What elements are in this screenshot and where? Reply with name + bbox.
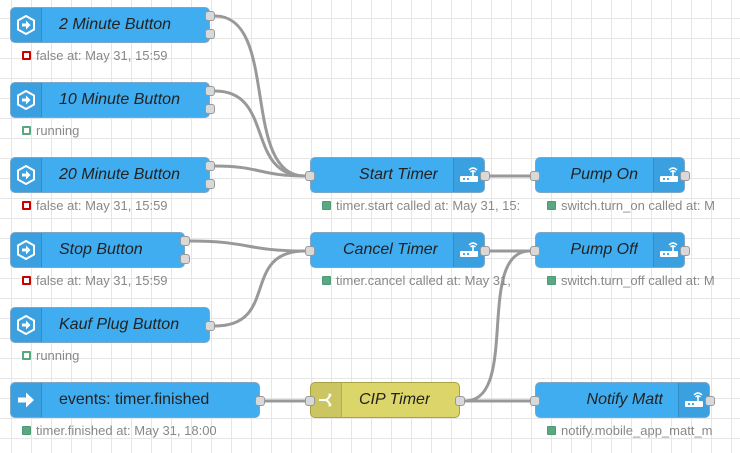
status-text: notify.mobile_app_matt_m [561, 423, 713, 438]
ha-button-icon [11, 8, 42, 42]
status-dot [547, 276, 556, 285]
status-text: timer.cancel called at: May 31, [336, 273, 511, 288]
wire-stop-cancel[interactable] [188, 239, 307, 253]
node-status: timer.cancel called at: May 31, [322, 273, 532, 288]
wire-btn2-start[interactable] [213, 14, 307, 178]
input-port[interactable] [305, 171, 315, 181]
output-port[interactable] [680, 246, 690, 256]
node-label: 10 Minute Button [59, 91, 180, 108]
node-cancel-timer[interactable]: Cancel Timer [310, 232, 485, 268]
node-label: Stop Button [59, 241, 143, 258]
status-dot [322, 201, 331, 210]
router-icon [653, 233, 684, 267]
output-port[interactable] [255, 396, 265, 406]
status-text: timer.finished at: May 31, 18:00 [36, 423, 217, 438]
output-port[interactable] [205, 179, 215, 189]
node-status: switch.turn_on called at: M [547, 198, 740, 213]
output-port[interactable] [180, 236, 190, 246]
node-start-timer[interactable]: Start Timer [310, 157, 485, 193]
switch-icon [311, 383, 342, 417]
input-port[interactable] [530, 396, 540, 406]
node-status: running [22, 123, 79, 138]
output-port[interactable] [205, 104, 215, 114]
node-status: timer.start called at: May 31, 15: [322, 198, 532, 213]
node-label: Kauf Plug Button [59, 316, 180, 333]
node-status: false at: May 31, 15:59 [22, 273, 168, 288]
status-dot [22, 276, 31, 285]
status-text: false at: May 31, 15:59 [36, 48, 168, 63]
status-dot [322, 276, 331, 285]
node-label: Pump On [570, 166, 638, 183]
node-status: notify.mobile_app_matt_m [547, 423, 740, 438]
node-label: events: timer.finished [59, 391, 210, 408]
ha-button-icon [11, 308, 42, 342]
output-port[interactable] [455, 396, 465, 406]
status-dot [22, 126, 31, 135]
node-label: 2 Minute Button [59, 16, 172, 33]
node-2-minute-button[interactable]: 2 Minute Button [10, 7, 210, 43]
router-icon [453, 158, 484, 192]
status-text: timer.start called at: May 31, 15: [336, 198, 521, 213]
status-text: false at: May 31, 15:59 [36, 273, 168, 288]
node-pump-on[interactable]: Pump On [535, 157, 685, 193]
node-pump-off[interactable]: Pump Off [535, 232, 685, 268]
input-port[interactable] [530, 171, 540, 181]
router-icon [453, 233, 484, 267]
node-10-minute-button[interactable]: 10 Minute Button [10, 82, 210, 118]
node-kauf-plug-button[interactable]: Kauf Plug Button [10, 307, 210, 343]
status-text: switch.turn_off called at: M [561, 273, 715, 288]
status-text: running [36, 123, 80, 138]
status-dot [547, 426, 556, 435]
node-label: 20 Minute Button [59, 166, 180, 183]
status-text: running [36, 348, 80, 363]
node-20-minute-button[interactable]: 20 Minute Button [10, 157, 210, 193]
status-dot [547, 201, 556, 210]
router-icon [653, 158, 684, 192]
node-status: false at: May 31, 15:59 [22, 198, 168, 213]
node-label: Start Timer [359, 166, 438, 183]
output-port[interactable] [180, 254, 190, 264]
node-status: timer.finished at: May 31, 18:00 [22, 423, 217, 438]
node-label: CIP Timer [359, 391, 431, 408]
wire-cip-pumpoff[interactable] [463, 249, 532, 403]
node-stop-button[interactable]: Stop Button [10, 232, 185, 268]
arrow-right-icon [11, 383, 42, 417]
output-port[interactable] [205, 161, 215, 171]
node-events-timer-finished[interactable]: events: timer.finished [10, 382, 260, 418]
ha-button-icon [11, 158, 42, 192]
input-port[interactable] [530, 246, 540, 256]
output-port[interactable] [680, 171, 690, 181]
output-port[interactable] [480, 171, 490, 181]
output-port[interactable] [705, 396, 715, 406]
input-port[interactable] [305, 396, 315, 406]
status-dot [22, 201, 31, 210]
status-dot [22, 351, 31, 360]
node-status: running [22, 348, 79, 363]
output-port[interactable] [205, 321, 215, 331]
output-port[interactable] [205, 29, 215, 39]
node-label: Cancel Timer [343, 241, 438, 258]
wire-btn10-start[interactable] [213, 89, 307, 178]
router-icon [678, 383, 709, 417]
output-port[interactable] [205, 11, 215, 21]
wire-kauf-cancel[interactable] [213, 249, 307, 328]
node-status: false at: May 31, 15:59 [22, 48, 168, 63]
status-text: false at: May 31, 15:59 [36, 198, 168, 213]
status-dot [22, 426, 31, 435]
output-port[interactable] [480, 246, 490, 256]
output-port[interactable] [205, 86, 215, 96]
ha-button-icon [11, 83, 42, 117]
node-label: Notify Matt [586, 391, 663, 408]
ha-button-icon [11, 233, 42, 267]
node-notify-matt[interactable]: Notify Matt [535, 382, 710, 418]
node-label: Pump Off [570, 241, 638, 258]
status-text: switch.turn_on called at: M [561, 198, 715, 213]
status-dot [22, 51, 31, 60]
node-cip-timer[interactable]: CIP Timer [310, 382, 460, 418]
input-port[interactable] [305, 246, 315, 256]
node-status: switch.turn_off called at: M [547, 273, 740, 288]
wire-btn20-start[interactable] [213, 164, 307, 178]
